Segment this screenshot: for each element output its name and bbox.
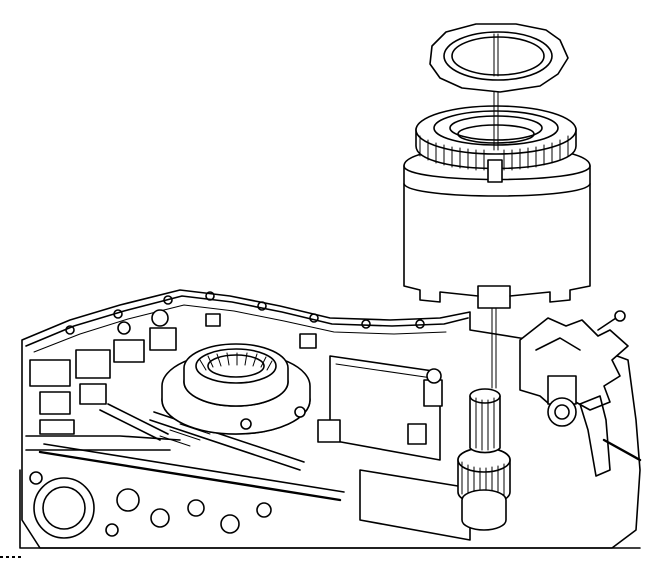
shift-linkage [38, 403, 345, 502]
center-bearing [161, 343, 311, 435]
clutch-hub-gear [415, 105, 577, 183]
input-shaft [457, 299, 511, 531]
snap-ring [429, 23, 569, 113]
valve-body-pump [519, 310, 642, 477]
case-bosses [19, 469, 641, 549]
scan-margin-marks [0, 556, 21, 558]
left-valve-block [25, 309, 181, 451]
flange-bolt-holes [65, 291, 425, 335]
